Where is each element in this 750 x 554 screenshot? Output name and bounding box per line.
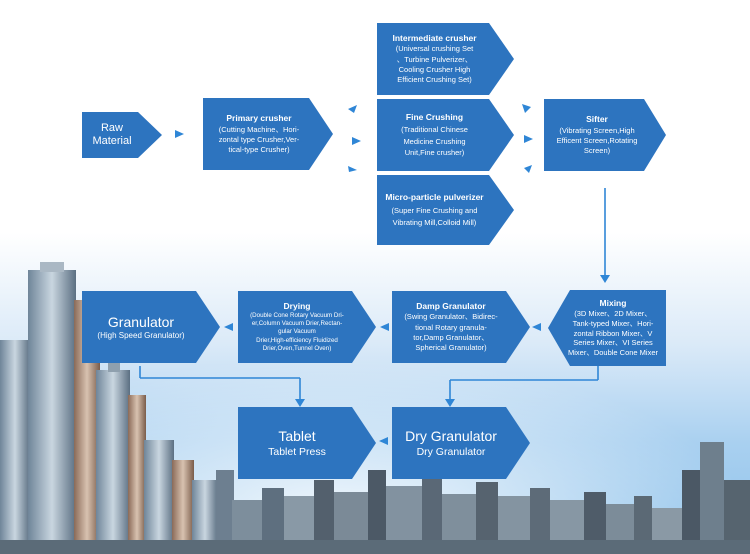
node-damp-granulator: Damp Granulator (Swing Granulator、Bidire… [392,291,530,363]
arrow-box-shape [238,407,376,479]
arrow-box-shape [377,175,514,245]
node-detail: Tank-typed Mixer、Hori- [572,318,654,328]
node-title-line: Material [92,135,132,147]
node-detail: Efficient Crushing Set) [397,74,472,84]
node-intermediate-crusher: Intermediate crusher (Universal crushing… [377,23,514,95]
node-title: Granulator [107,313,175,330]
arrow-box-shape [392,407,530,479]
node-title: Primary crusher [226,113,292,124]
node-title: Fine Crushing [405,111,464,122]
node-dry-granulator: Dry Granulator Dry Granulator [392,407,530,479]
arrow-box-shape [392,291,530,363]
node-title: Intermediate crusher [392,33,477,44]
arrow-box-shape [238,291,376,363]
node-drying: Drying (Double Cone Rotary Vacuum Dri- e… [238,291,376,363]
node-detail: (Swing Granulator、Bidirec- [404,312,498,322]
node-detail: (Traditional Chinese [401,125,468,135]
node-title-line: Raw [100,122,123,135]
node-micro-particle-pulverizer: Micro-particle pulverizer (Super Fine Cr… [377,175,514,245]
node-detail: (Super Fine Crushing and [391,205,478,215]
node-detail: er,Column Vacuum Drier,Rectan- [251,320,343,328]
node-primary-crusher: Primary crusher (Cutting Machine、Hori- z… [203,98,333,170]
node-detail: (Double Cone Rotary Vacuum Dri- [250,312,344,320]
arrow-box-shape [203,98,333,170]
node-detail: gular Vacuum [278,328,316,336]
arrow-box-shape [548,290,666,366]
node-fine-crushing: Fine Crushing (Traditional Chinese Medic… [377,99,514,171]
arrow-box-shape [82,291,220,363]
node-title: Dry Granulator [405,427,497,444]
node-detail: Unit,Fine crusher) [404,148,465,158]
node-detail: Efficent Screen,Rotating [556,135,638,145]
node-detail: Series Mixer、VI Series [573,338,653,348]
node-detail: Tablet Press [268,446,326,458]
node-detail: (3D Mixer、2D Mixer、 [574,309,652,319]
node-detail: Dry Granulator [416,446,486,458]
arrow-box-shape [544,99,666,171]
node-detail: (Cutting Machine、Hori- [218,124,300,134]
node-detail: Drier,High-efficiency Fluidized [256,336,338,344]
node-detail: Drier,Oven,Tunnel Oven) [262,344,332,352]
node-mixing: Mixing (3D Mixer、2D Mixer、 Tank-typed Mi… [548,290,666,366]
node-detail: (Universal crushing Set [395,44,474,54]
node-title: Drying [283,301,311,312]
node-detail: tical-type Crusher) [228,144,290,154]
node-title: Micro-particle pulverizer [385,192,484,203]
node-tablet: Tablet Tablet Press [238,407,376,479]
node-raw-material: Raw Material [82,112,162,158]
node-title: Sifter [586,114,608,125]
node-sifter: Sifter (Vibrating Screen,High Efficent S… [544,99,666,171]
arrow-box-shape [377,23,514,95]
node-detail: tional Rotary granula- [415,322,487,332]
node-detail: Medicine Crushing [403,136,466,146]
arrow-box-shape [82,112,162,158]
node-detail: Vibrating Mill,Colloid Mill) [392,217,477,227]
node-detail: tor,Damp Granulator、 [413,332,489,342]
node-detail: Mixer、Double Cone Mixer [567,348,659,358]
node-detail: zontal Ribbon Mixer、V [573,328,653,338]
node-title: Damp Granulator [416,301,486,312]
node-detail: Screen) [583,145,611,155]
node-title: Tablet [278,427,316,444]
node-detail: 、Turbine Pulverizer、 [396,54,473,64]
node-detail: (High Speed Granulator) [97,330,185,340]
node-title: Mixing [599,298,627,309]
arrow-box-shape [377,99,514,171]
node-detail: zontal type Crusher,Ver- [218,134,300,144]
node-granulator: Granulator (High Speed Granulator) [82,291,220,363]
node-detail: Spherical Granulator) [415,342,487,352]
node-detail: (Vibrating Screen,High [559,125,635,135]
node-detail: Cooling Crusher High [398,64,471,74]
